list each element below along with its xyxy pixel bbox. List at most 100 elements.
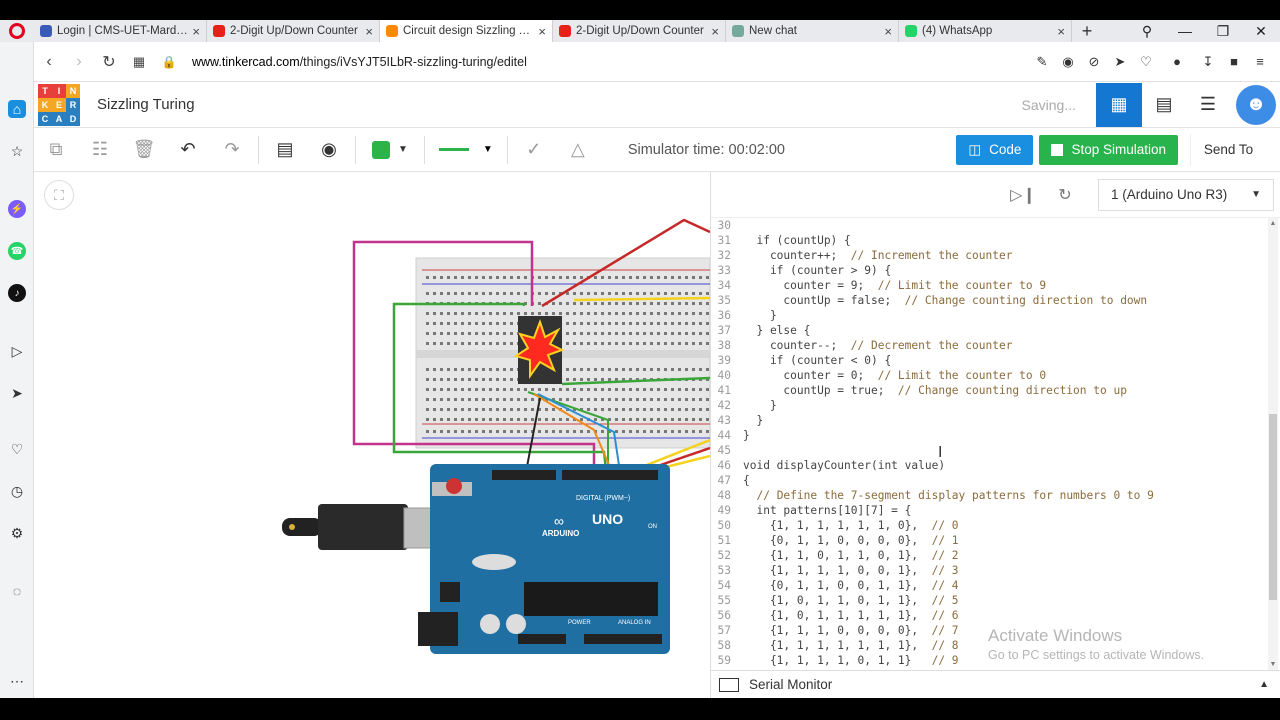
code-button[interactable]: ◫ Code xyxy=(956,134,1034,165)
user-avatar[interactable]: ☻ xyxy=(1236,84,1276,125)
code-line[interactable]: 40 counter = 0; // Limit the counter to … xyxy=(711,368,1267,383)
code-line[interactable]: 53 {1, 1, 1, 1, 0, 0, 1}, // 3 xyxy=(711,563,1267,578)
star-icon[interactable]: ☆ xyxy=(10,142,24,159)
circuit-canvas[interactable]: ⛶ xyxy=(34,172,710,698)
speed-dial-icon[interactable]: ▦ xyxy=(132,53,146,69)
settings-gear-icon[interactable]: ⚙ xyxy=(10,524,24,541)
schematic-view-icon[interactable]: ▤ xyxy=(1155,94,1173,114)
whatsapp-icon[interactable]: ☎ xyxy=(8,242,26,260)
browser-tab[interactable]: (4) WhatsApp× xyxy=(899,20,1072,42)
code-line[interactable]: 32 counter++; // Increment the counter xyxy=(711,248,1267,263)
restart-icon[interactable]: ↻ xyxy=(1058,186,1072,204)
scroll-up-icon[interactable]: ▲ xyxy=(1269,220,1277,227)
heart-icon[interactable]: ♡ xyxy=(1140,53,1152,69)
tiktok-icon[interactable]: ♪ xyxy=(8,284,26,302)
step-icon[interactable]: ▷❙ xyxy=(1010,186,1036,204)
copy-icon[interactable]: ⧉ xyxy=(49,139,63,159)
opera-logo-icon[interactable] xyxy=(0,20,34,42)
profile-icon[interactable]: ● xyxy=(1173,53,1181,69)
code-line[interactable]: 50 {1, 1, 1, 1, 1, 1, 0}, // 0 xyxy=(711,518,1267,533)
breadboard[interactable] xyxy=(415,257,710,449)
close-tab-icon[interactable]: × xyxy=(1057,23,1065,39)
zoom-to-fit-icon[interactable]: ⛶ xyxy=(44,180,74,210)
search-tabs-icon[interactable]: ⚲ xyxy=(1141,22,1153,39)
home-icon[interactable]: ⌂ xyxy=(8,100,26,118)
url-field[interactable]: www.tinkercad.com/things/iVsYJT5ILbR-siz… xyxy=(192,55,527,69)
close-window-icon[interactable]: ✕ xyxy=(1255,22,1267,39)
code-line[interactable]: 57 {1, 1, 1, 0, 0, 0, 0}, // 7 xyxy=(711,623,1267,638)
send-to-icon[interactable]: ➤ xyxy=(1114,53,1126,69)
lightbulb-icon[interactable]: ◌ xyxy=(12,583,22,599)
code-line[interactable]: 30 xyxy=(711,218,1267,233)
circuit-view-icon[interactable]: ▦ xyxy=(1096,82,1142,127)
code-line[interactable]: 41 countUp = true; // Change counting di… xyxy=(711,383,1267,398)
code-line[interactable]: 48 // Define the 7-segment display patte… xyxy=(711,488,1267,503)
seven-segment-display[interactable] xyxy=(513,316,565,384)
menu-icon[interactable]: ≡ xyxy=(1256,53,1264,69)
notes-icon[interactable]: ▤ xyxy=(276,139,294,159)
code-line[interactable]: 31 if (countUp) { xyxy=(711,233,1267,248)
scroll-down-icon[interactable]: ▼ xyxy=(1269,661,1277,668)
close-tab-icon[interactable]: × xyxy=(192,23,200,39)
code-line[interactable]: 42 } xyxy=(711,398,1267,413)
delete-icon[interactable]: 🗑 xyxy=(132,139,156,159)
code-line[interactable]: 37 } else { xyxy=(711,323,1267,338)
browser-tab[interactable]: 2-Digit Up/Down Counter× xyxy=(207,20,380,42)
camera-icon[interactable]: ◉ xyxy=(1062,53,1074,69)
download-icon[interactable]: ↧ xyxy=(1202,53,1214,69)
minimize-icon[interactable]: — xyxy=(1178,23,1192,39)
components-list-icon[interactable]: ☰ xyxy=(1199,94,1217,114)
code-line[interactable]: 39 if (counter < 0) { xyxy=(711,353,1267,368)
block-icon[interactable]: ⊘ xyxy=(1088,53,1100,69)
project-title[interactable]: Sizzling Turing xyxy=(97,96,195,113)
device-select[interactable]: 1 (Arduino Uno R3) ▼ xyxy=(1098,178,1274,211)
reload-icon[interactable]: ↻ xyxy=(102,53,116,71)
close-tab-icon[interactable]: × xyxy=(711,23,719,39)
arduino-uno-board[interactable]: ∞ UNO ARDUINO DIGITAL (PWM~) POWER ANALO… xyxy=(418,464,670,654)
history-icon[interactable]: ◷ xyxy=(10,482,24,499)
wire-type-picker[interactable]: ▼ xyxy=(438,144,493,155)
code-line[interactable]: 33 if (counter > 9) { xyxy=(711,263,1267,278)
browser-tab[interactable]: Circuit design Sizzling Turing× xyxy=(380,20,553,42)
code-line[interactable]: 36 } xyxy=(711,308,1267,323)
code-line[interactable]: 38 counter--; // Decrement the counter xyxy=(711,338,1267,353)
more-icon[interactable]: ⋯ xyxy=(10,672,24,689)
send-icon[interactable]: ➤ xyxy=(11,384,23,401)
code-line[interactable]: 35 countUp = false; // Change counting d… xyxy=(711,293,1267,308)
code-line[interactable]: 34 counter = 9; // Limit the counter to … xyxy=(711,278,1267,293)
code-scrollbar[interactable]: ▲ ▼ xyxy=(1268,218,1278,670)
new-tab-button[interactable]: + xyxy=(1081,20,1093,41)
paste-icon[interactable]: ☷ xyxy=(91,139,109,159)
code-line[interactable]: 56 {1, 0, 1, 1, 1, 1, 1}, // 6 xyxy=(711,608,1267,623)
close-tab-icon[interactable]: × xyxy=(884,23,892,39)
code-line[interactable]: 54 {0, 1, 1, 0, 0, 1, 1}, // 4 xyxy=(711,578,1267,593)
send-to-button[interactable]: Send To xyxy=(1190,133,1266,166)
scrollbar-thumb[interactable] xyxy=(1269,414,1277,600)
code-line[interactable]: 55 {1, 0, 1, 1, 0, 1, 1}, // 5 xyxy=(711,593,1267,608)
code-line[interactable]: 45 xyxy=(711,443,1267,458)
player-icon[interactable]: ▷ xyxy=(11,342,23,359)
redo-icon[interactable]: ↷ xyxy=(224,139,240,159)
messenger-icon[interactable]: ⚡ xyxy=(8,200,26,218)
code-line[interactable]: 49 int patterns[10][7] = { xyxy=(711,503,1267,518)
edit-icon[interactable]: ✎ xyxy=(1036,53,1048,69)
chevron-up-icon[interactable]: ▲ xyxy=(1259,679,1269,690)
rotate-icon[interactable]: ✓ xyxy=(526,139,542,159)
flip-icon[interactable]: △ xyxy=(570,139,585,159)
code-line[interactable]: 51 {0, 1, 1, 0, 0, 0, 0}, // 1 xyxy=(711,533,1267,548)
forward-icon[interactable]: › xyxy=(76,52,82,70)
code-line[interactable]: 47{ xyxy=(711,473,1267,488)
code-line[interactable]: 43 } xyxy=(711,413,1267,428)
browser-tab[interactable]: 2-Digit Up/Down Counter× xyxy=(553,20,726,42)
close-tab-icon[interactable]: × xyxy=(538,23,546,39)
undo-icon[interactable]: ↶ xyxy=(180,139,196,159)
heart-icon[interactable]: ♡ xyxy=(10,440,24,457)
close-tab-icon[interactable]: × xyxy=(365,23,373,39)
code-line[interactable]: 52 {1, 1, 0, 1, 1, 0, 1}, // 2 xyxy=(711,548,1267,563)
serial-monitor-bar[interactable]: Serial Monitor ▲ xyxy=(711,670,1280,698)
browser-tab[interactable]: Login | CMS-UET-Mardan× xyxy=(34,20,207,42)
view-notes-icon[interactable]: ◉ xyxy=(321,139,337,159)
